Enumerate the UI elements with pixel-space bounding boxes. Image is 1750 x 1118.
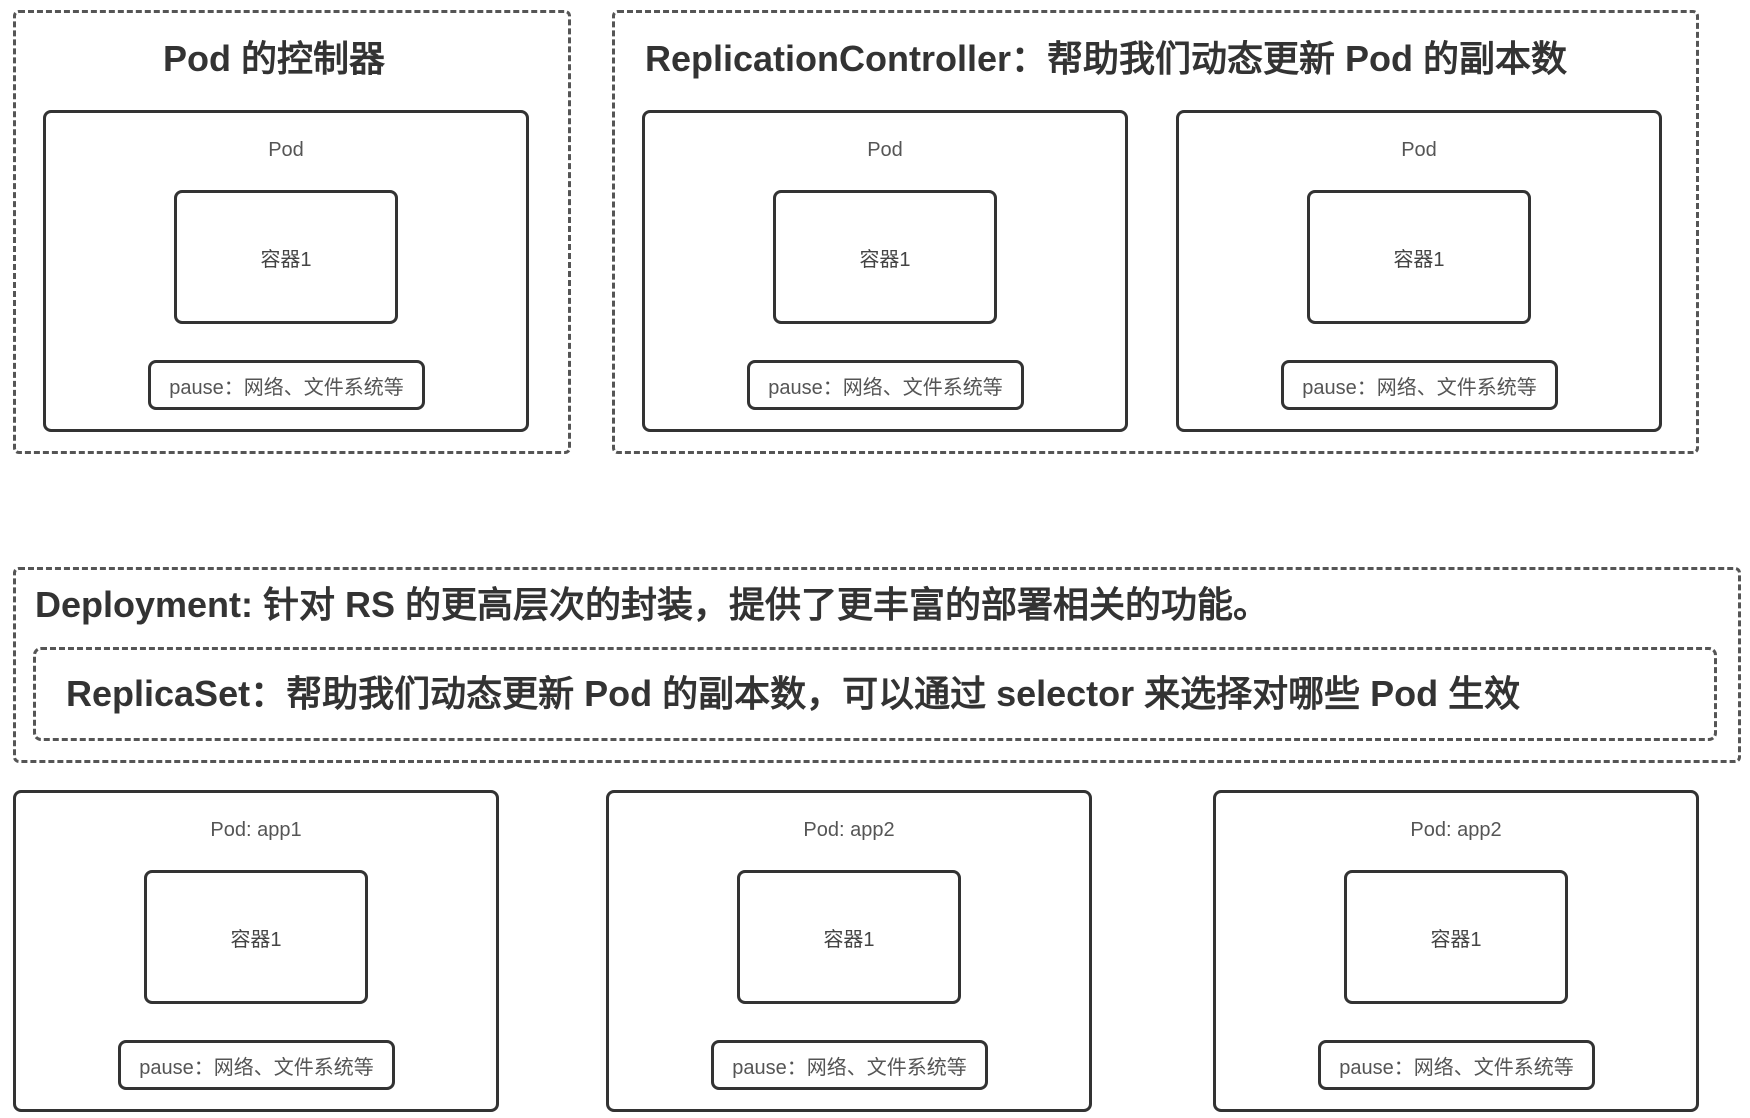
pause-box: pause：网络、文件系统等 [1281,360,1558,410]
pod-box: Pod 容器1 pause：网络、文件系统等 [1176,110,1662,432]
pause-box: pause：网络、文件系统等 [1318,1040,1595,1090]
pod-label: Pod: app2 [1410,819,1502,841]
pod-box: Pod: app2 容器1 pause：网络、文件系统等 [606,790,1092,1112]
pod-box: Pod 容器1 pause：网络、文件系统等 [43,110,529,432]
replicaset-group: ReplicaSet：帮助我们动态更新 Pod 的副本数，可以通过 select… [33,647,1717,741]
pod-label: Pod: app2 [803,819,895,841]
pod-controller-group: Pod 的控制器 [13,10,571,454]
pause-box: pause：网络、文件系统等 [747,360,1024,410]
pod-controller-title: Pod 的控制器 [163,38,385,79]
replication-controller-title: ReplicationController：帮助我们动态更新 Pod 的副本数 [645,38,1568,79]
pod-label: Pod [867,139,903,161]
replicaset-title: ReplicaSet：帮助我们动态更新 Pod 的副本数，可以通过 select… [66,673,1521,714]
container-box: 容器1 [773,190,997,324]
container-box: 容器1 [1344,870,1568,1004]
container-box: 容器1 [737,870,961,1004]
replication-controller-group: ReplicationController：帮助我们动态更新 Pod 的副本数 [612,10,1699,454]
deployment-group: Deployment: 针对 RS 的更高层次的封装，提供了更丰富的部署相关的功… [13,567,1741,763]
pause-box: pause：网络、文件系统等 [148,360,425,410]
pod-label: Pod: app1 [210,819,302,841]
pod-label: Pod [1401,139,1437,161]
pod-box: Pod: app2 容器1 pause：网络、文件系统等 [1213,790,1699,1112]
pause-box: pause：网络、文件系统等 [711,1040,988,1090]
pause-box: pause：网络、文件系统等 [118,1040,395,1090]
container-box: 容器1 [174,190,398,324]
container-box: 容器1 [144,870,368,1004]
deployment-title: Deployment: 针对 RS 的更高层次的封装，提供了更丰富的部署相关的功… [35,584,1270,625]
container-box: 容器1 [1307,190,1531,324]
pod-box: Pod 容器1 pause：网络、文件系统等 [642,110,1128,432]
pod-label: Pod [268,139,304,161]
pod-box: Pod: app1 容器1 pause：网络、文件系统等 [13,790,499,1112]
